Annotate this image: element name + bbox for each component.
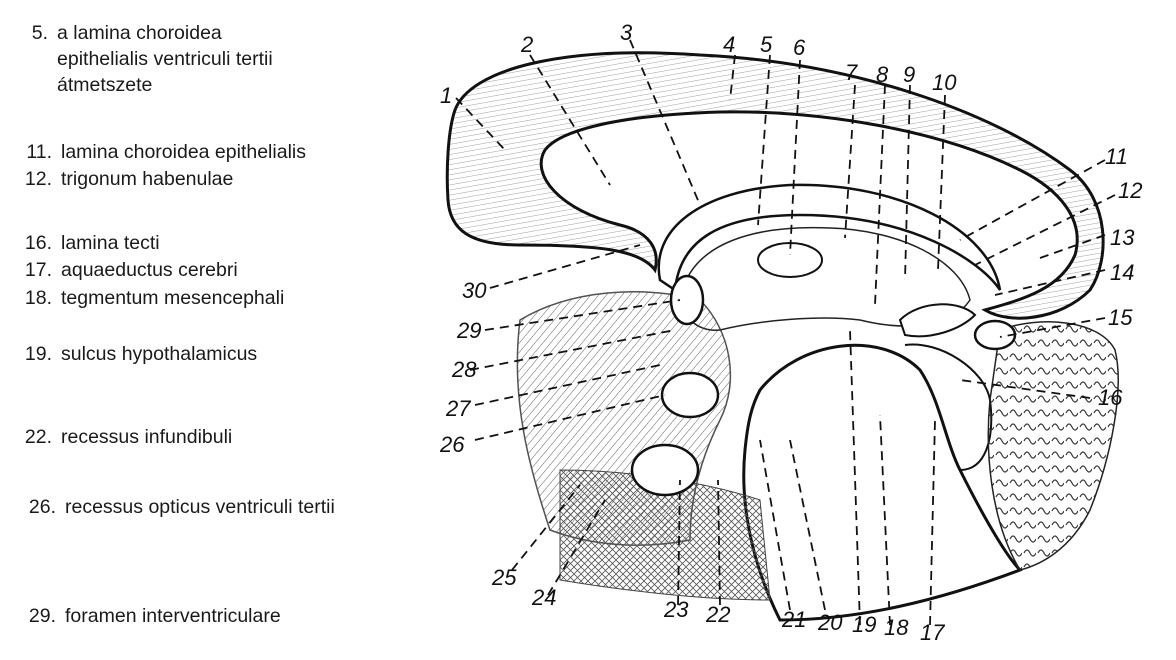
callout-label: 15 <box>1108 305 1133 330</box>
callout-label: 21 <box>781 607 806 632</box>
callout-label: 12 <box>1118 178 1142 203</box>
callout-label: 14 <box>1110 260 1134 285</box>
callout-label: 18 <box>884 615 909 640</box>
callout-label: 6 <box>793 35 806 60</box>
callout-label: 17 <box>920 620 945 645</box>
callout-label: 2 <box>520 32 533 57</box>
cerebellum-folia <box>987 321 1119 571</box>
legend-label: foramen interventriculare <box>65 605 281 627</box>
callout-label: 25 <box>491 565 517 590</box>
legend-number: 12. <box>24 168 52 190</box>
callout-label: 13 <box>1110 225 1135 250</box>
legend-label: tegmentum mesencephali <box>61 287 285 309</box>
legend-label: recessus opticus ventriculi tertii <box>65 496 335 518</box>
legend-label: lamina choroidea epithelialis <box>61 141 306 163</box>
callout-label: 30 <box>462 278 487 303</box>
corpus-callosum <box>445 51 1105 320</box>
callout-label: 10 <box>932 70 957 95</box>
legend-number: 17. <box>24 259 52 281</box>
legend-item: 18. tegmentum mesencephali <box>14 285 284 311</box>
legend-item: 22. recessus infundibuli <box>14 424 232 450</box>
callout-numbers: 1 2 3 4 5 6 7 8 9 10 11 12 13 14 15 16 1… <box>439 20 1142 645</box>
legend-label: trigonum habenulae <box>61 168 234 190</box>
callout-label: 26 <box>439 432 465 457</box>
legend-label: lamina tecti <box>61 232 160 254</box>
callout-label: 23 <box>663 597 689 622</box>
legend-number: 19. <box>24 343 52 365</box>
callout-label: 16 <box>1098 385 1123 410</box>
legend: 5. a lamina choroidea epithelialis ventr… <box>0 0 420 660</box>
leader-lines <box>455 39 1116 626</box>
legend-label: a lamina choroidea epithelialis ventricu… <box>57 22 273 96</box>
legend-number: 29. <box>28 605 56 627</box>
legend-item: 5. a lamina choroidea epithelialis ventr… <box>20 20 273 98</box>
legend-number: 5. <box>31 22 48 44</box>
callout-label: 11 <box>1105 144 1128 169</box>
legend-number: 18. <box>24 287 52 309</box>
hypothalamus-region <box>516 274 771 601</box>
callout-label: 1 <box>440 83 452 108</box>
callout-label: 3 <box>620 20 633 45</box>
legend-number: 16. <box>24 232 52 254</box>
callout-label: 27 <box>445 396 471 421</box>
callout-label: 28 <box>451 357 477 382</box>
legend-number: 11. <box>26 141 52 163</box>
legend-label: recessus infundibuli <box>61 426 233 448</box>
legend-item: 11. lamina choroidea epithelialis <box>14 139 306 165</box>
legend-item: 12. trigonum habenulae <box>14 166 234 192</box>
legend-item: 17. aquaeductus cerebri <box>14 257 238 283</box>
callout-label: 22 <box>705 602 730 627</box>
callout-label: 9 <box>903 62 915 87</box>
callout-label: 5 <box>760 32 773 57</box>
callout-label: 4 <box>723 32 735 57</box>
callout-label: 19 <box>852 612 876 637</box>
legend-label: aquaeductus cerebri <box>61 259 238 281</box>
legend-item: 16. lamina tecti <box>14 230 160 256</box>
callout-label: 20 <box>817 610 843 635</box>
legend-number: 26. <box>28 496 56 518</box>
callout-label: 8 <box>876 62 889 87</box>
callout-label: 24 <box>531 585 556 610</box>
legend-item: 26. recessus opticus ventriculi tertii <box>18 494 335 520</box>
callout-label: 29 <box>456 318 481 343</box>
fornix <box>657 183 1002 293</box>
legend-item: 19. sulcus hypothalamicus <box>14 341 257 367</box>
callout-label: 7 <box>845 60 858 85</box>
legend-label: sulcus hypothalamicus <box>61 343 258 365</box>
brain-sagittal-diagram: 1 2 3 4 5 6 7 8 9 10 11 12 13 14 15 16 1… <box>439 20 1142 645</box>
legend-item: 29. foramen interventriculare <box>18 603 281 629</box>
legend-number: 22. <box>24 426 52 448</box>
